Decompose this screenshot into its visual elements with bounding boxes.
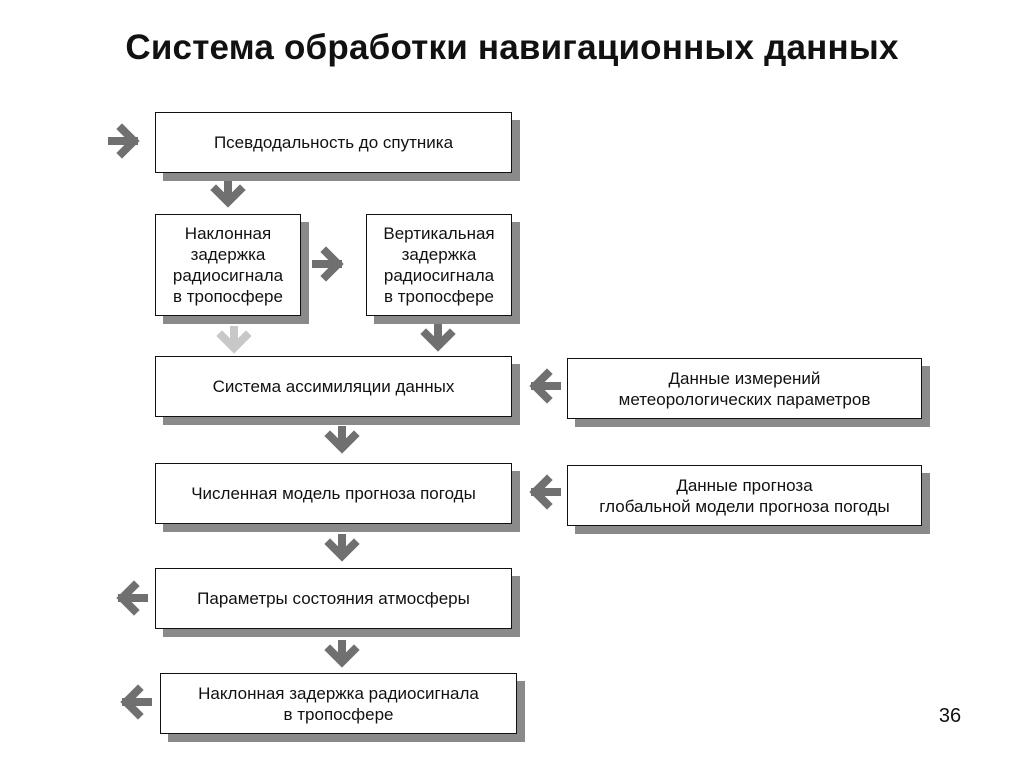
box-slant-delay: Наклонная задержка радиосигнала в тропос…	[155, 214, 301, 316]
box-pseudorange-label: Псевдодальность до спутника	[213, 133, 454, 152]
arrow-slant-to-vertical	[316, 252, 338, 276]
input-arrow	[112, 129, 134, 153]
arrow-assimilation-to-model	[330, 430, 354, 448]
box-global-forecast-label: Данные прогноза глобальной модели прогно…	[599, 475, 890, 516]
box-vertical-delay-label: Вертикальная задержка радиосигнала в тро…	[383, 224, 495, 306]
output-arrow-slant	[126, 690, 148, 714]
box-slant-delay-output: Наклонная задержка радиосигнала в тропос…	[160, 673, 517, 734]
box-nwp-model-label: Численная модель прогноза погоды	[191, 484, 476, 503]
arrow-vertical-to-assimilation	[426, 328, 450, 346]
arrow-slant-to-assimilation	[222, 330, 246, 348]
output-arrow-params	[122, 586, 144, 610]
box-global-forecast: Данные прогноза глобальной модели прогно…	[567, 465, 922, 526]
box-nwp-model: Численная модель прогноза погоды	[155, 463, 512, 524]
arrow-model-to-params	[330, 538, 354, 556]
arrow-params-to-output	[330, 644, 354, 662]
box-meteo-data-label: Данные измерений метеорологических парам…	[618, 368, 871, 409]
arrow-meteo-to-assimilation	[535, 374, 557, 398]
box-assimilation: Система ассимиляции данных	[155, 356, 512, 417]
page-number: 36	[938, 705, 962, 727]
box-meteo-data: Данные измерений метеорологических парам…	[567, 358, 922, 419]
box-pseudorange: Псевдодальность до спутника	[155, 112, 512, 173]
box-slant-delay-label: Наклонная задержка радиосигнала в тропос…	[172, 224, 284, 306]
box-slant-delay-output-label: Наклонная задержка радиосигнала в тропос…	[198, 683, 479, 724]
slide-title: Система обработки навигационных данных	[125, 28, 899, 67]
box-atmosphere-params: Параметры состояния атмосферы	[155, 568, 512, 629]
arrow-forecast-to-model	[535, 480, 557, 504]
box-assimilation-label: Система ассимиляции данных	[212, 377, 455, 396]
box-vertical-delay: Вертикальная задержка радиосигнала в тро…	[366, 214, 512, 316]
box-atmosphere-params-label: Параметры состояния атмосферы	[197, 589, 470, 608]
arrow-pseudorange-to-slant	[216, 184, 240, 202]
